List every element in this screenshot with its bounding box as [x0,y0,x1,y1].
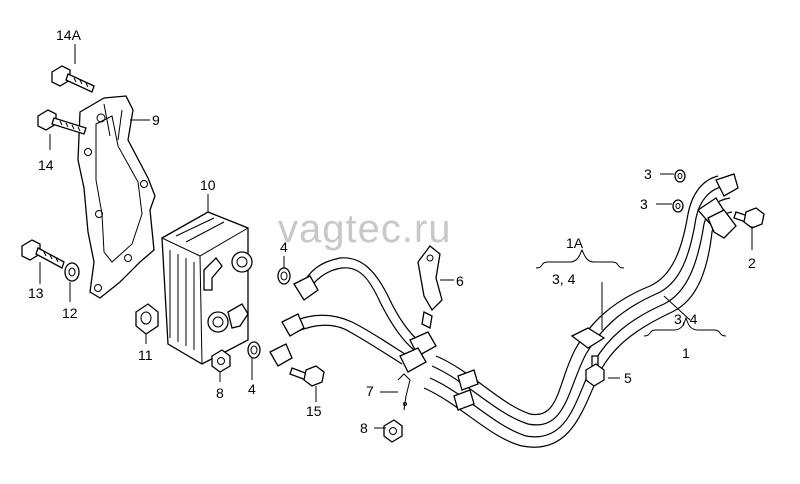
washer-12 [64,262,80,282]
hose-bracket-6 [417,245,443,329]
callout-5: 5 [624,370,632,386]
cooler-hoses [269,173,739,448]
callout-3-upper: 3 [644,166,652,182]
oil-cooler [161,211,253,365]
bolt-14a [51,65,95,93]
callout-13: 13 [28,285,44,301]
o-ring-upper [277,267,291,285]
callout-9: 9 [152,112,160,128]
callout-15: 15 [306,403,322,419]
seal-3-upper [674,169,686,183]
nut-8-lower [211,349,231,373]
callout-7: 7 [366,383,374,399]
callout-14: 14 [38,157,54,173]
callout-12: 12 [62,305,78,321]
bolt-13 [21,239,65,269]
callout-1: 1 [682,345,690,361]
callout-3-lower: 3 [640,196,648,212]
callout-10: 10 [200,177,216,193]
callout-8-lower: 8 [216,385,224,401]
callout-14a: 14A [56,27,82,43]
callout-4-upper: 4 [280,239,288,255]
watermark: vagtec.ru [278,207,452,251]
callout-2: 2 [748,255,756,271]
callout-8-upper: 8 [360,420,368,436]
callout-3-4-left: 3, 4 [552,271,576,287]
seal-3-lower [672,199,684,213]
bushing-11 [135,303,159,335]
callout-11: 11 [138,347,153,363]
clip-7 [397,373,411,411]
callout-4-lower: 4 [248,381,256,397]
bolt-5 [585,355,605,387]
mounting-bracket [77,95,156,299]
callout-6: 6 [456,273,464,289]
bolt-2 [733,207,765,229]
callout-3-4-right: 3, 4 [674,311,698,327]
leader-lines [39,44,753,429]
o-ring-lower [247,341,261,359]
bolt-15 [289,365,325,387]
nut-8-upper [383,419,403,443]
callout-1a: 1A [566,235,584,251]
bolt-14 [37,109,87,135]
